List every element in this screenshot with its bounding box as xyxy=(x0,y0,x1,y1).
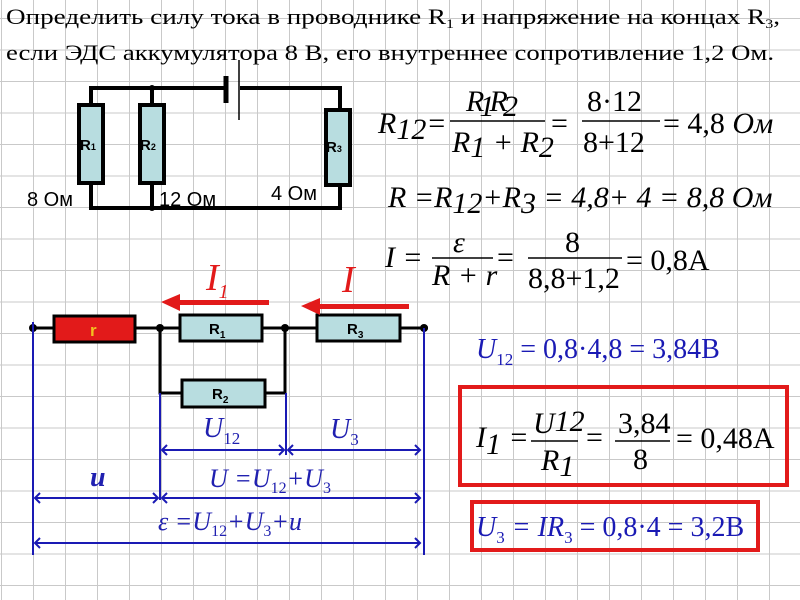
svg-text:8,8+1,2: 8,8+1,2 xyxy=(528,262,620,295)
resistor-r2 xyxy=(180,378,267,409)
svg-text:R + r: R + r xyxy=(431,259,498,292)
wire xyxy=(89,86,225,105)
node xyxy=(281,324,289,332)
svg-text:=: = xyxy=(586,421,603,454)
svg-text:R1 + R2: R1 + R2 xyxy=(451,126,554,164)
result-i1-box xyxy=(458,385,789,487)
arrow-i1 xyxy=(175,300,269,305)
formula-r12: R12= R1R2 R1 + R2 = 8·12 8+12 = 4,8 Ом xyxy=(377,85,773,164)
svg-text:R12=: R12= xyxy=(377,107,447,146)
resistor-r2 xyxy=(138,103,166,185)
u-sum-label: U =U12+U3 xyxy=(209,464,331,497)
wire xyxy=(89,183,342,210)
r1-label: R1 xyxy=(209,321,226,341)
r1-label: R1 xyxy=(80,137,96,154)
svg-text:8: 8 xyxy=(565,226,580,259)
resistor-r-internal xyxy=(52,314,137,344)
arrow-i xyxy=(315,304,409,309)
arrow-i-head xyxy=(301,298,320,315)
voltage-dimensions xyxy=(32,322,425,555)
node xyxy=(149,205,155,211)
resistor-r1 xyxy=(178,313,264,343)
svg-text:3,84: 3,84 xyxy=(618,407,671,440)
node xyxy=(156,324,164,332)
svg-text:U12: U12 xyxy=(533,405,585,440)
svg-text:R1R2: R1R2 xyxy=(465,85,518,123)
svg-text:= 0,48A: = 0,48A xyxy=(676,422,775,455)
u3-label: U3 xyxy=(330,414,359,449)
resistor-r3 xyxy=(324,108,352,187)
svg-text:8+12: 8+12 xyxy=(583,126,645,159)
r2-label: R2 xyxy=(212,386,229,406)
formula-current: I = ε R + r = 8 8,8+1,2 = 0,8A xyxy=(384,226,710,295)
wire xyxy=(240,86,342,110)
r1-value: 8 Ом xyxy=(27,189,73,211)
top-circuit xyxy=(77,60,352,210)
i1-label: I1 xyxy=(205,257,229,303)
result-u3: U3 = IR3 = 0,8·4 = 3,2B xyxy=(476,512,744,547)
r-internal-label: r xyxy=(90,321,97,340)
r3-label: R3 xyxy=(347,321,364,341)
result-u12: U12 = 0,8·4,8 = 3,84B xyxy=(476,334,720,369)
current-arrows xyxy=(161,294,409,315)
svg-text:I =: I = xyxy=(384,241,423,274)
voltage-labels: U12 U3 u U =U12+U3 ε =U12+U3+u xyxy=(90,413,359,540)
svg-text:= 0,8A: = 0,8A xyxy=(626,244,710,277)
r3-label: R3 xyxy=(326,139,342,156)
svg-text:=: = xyxy=(497,241,514,274)
svg-text:ε: ε xyxy=(453,226,465,259)
node xyxy=(149,85,155,91)
arrow-i1-head xyxy=(161,294,180,311)
svg-text:I1 =: I1 = xyxy=(475,421,529,461)
svg-text:8·12: 8·12 xyxy=(587,85,642,118)
u-internal-label: u xyxy=(90,462,106,493)
resistor-r3 xyxy=(315,313,402,343)
emf-sum-label: ε =U12+U3+u xyxy=(158,507,302,540)
svg-text:R1: R1 xyxy=(540,444,574,483)
r2-value: 12 Ом xyxy=(159,189,216,211)
svg-text:8: 8 xyxy=(633,443,648,476)
resistor-r1 xyxy=(77,103,105,185)
result-u3-box xyxy=(470,500,760,552)
i-label: I xyxy=(341,259,357,301)
bottom-circuit xyxy=(29,313,428,409)
svg-text:=: = xyxy=(551,107,568,140)
svg-text:= 4,8 Ом: = 4,8 Ом xyxy=(663,107,773,140)
r3-value: 4 Ом xyxy=(271,183,317,205)
result-i1: I1 = U12 R1 = 3,84 8 = 0,48A xyxy=(475,405,775,483)
title-line-2: если ЭДС аккумулятора 8 В, его внутренне… xyxy=(6,40,774,65)
r2-label: R2 xyxy=(140,137,156,154)
u12-label: U12 xyxy=(203,413,240,448)
formula-r-total: R =R12+R3 = 4,8+ 4 = 8,8 Ом xyxy=(387,181,773,220)
